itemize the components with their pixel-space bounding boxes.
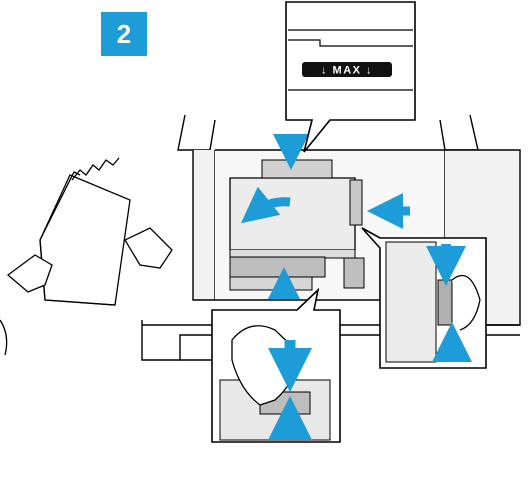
edge-stroke	[0, 319, 8, 356]
fanned-paper	[39, 157, 131, 306]
hand-icon	[6, 227, 173, 293]
side-guide-callout	[361, 227, 487, 369]
step-number-badge: 2	[101, 12, 147, 56]
curved-arrow-icon	[240, 186, 291, 224]
max-fill-label: ↓ MAX ↓	[321, 65, 373, 77]
paper-stack	[229, 159, 365, 291]
max-callout: ↓ MAX ↓	[285, 1, 416, 153]
end-guide-callout	[211, 287, 341, 443]
